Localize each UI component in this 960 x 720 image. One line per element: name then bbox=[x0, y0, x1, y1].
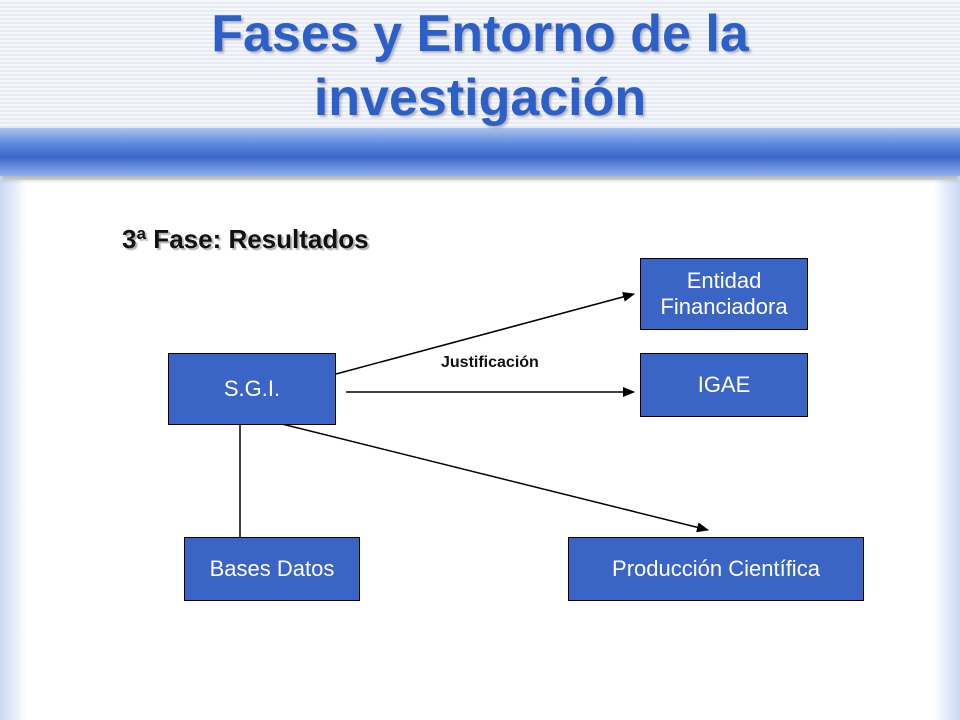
slide-title-line2: investigación bbox=[313, 69, 647, 127]
header-blue-bar bbox=[0, 128, 960, 176]
slide-title-line1: Fases y Entorno de la bbox=[211, 5, 749, 63]
node-bases-label: Bases Datos bbox=[209, 556, 335, 581]
node-bases-datos: Bases Datos bbox=[184, 537, 360, 601]
node-produccion-label: Producción Científica bbox=[612, 556, 820, 581]
arrow-sgi-to-produccion bbox=[281, 423, 709, 533]
edge-label-justificacion: Justificación bbox=[441, 354, 539, 371]
node-entidad-label-line2: Financiadora bbox=[660, 294, 788, 319]
node-sgi-label: S.G.I. bbox=[223, 376, 281, 401]
node-sgi: S.G.I. bbox=[168, 353, 336, 425]
node-produccion-cientifica: Producción Científica bbox=[568, 537, 864, 601]
node-entidad-financiadora: Entidad Financiadora bbox=[640, 258, 808, 330]
slide-title: Fases y Entorno de la investigación bbox=[0, 2, 960, 130]
arrow-sgi-to-entidad bbox=[335, 292, 635, 375]
node-igae: IGAE bbox=[640, 353, 808, 417]
node-entidad-label-line1: Entidad bbox=[686, 268, 762, 293]
node-igae-label: IGAE bbox=[697, 372, 751, 397]
phase-subtitle: 3ª Fase: Resultados bbox=[122, 224, 369, 254]
